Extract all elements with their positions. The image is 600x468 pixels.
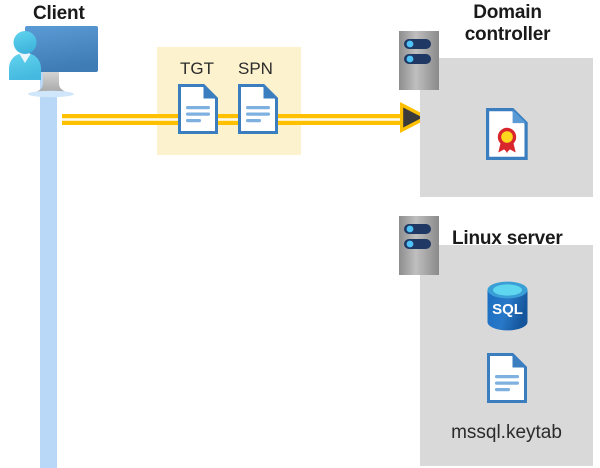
spn-document-icon xyxy=(238,84,278,134)
domain-controller-title: Domain controller xyxy=(430,2,585,47)
sql-database-icon: SQL xyxy=(486,281,529,331)
tgt-label: TGT xyxy=(180,59,214,78)
spn-label: SPN xyxy=(238,59,273,78)
keytab-file-label: mssql.keytab xyxy=(451,422,562,443)
linux-server-title: Linux server xyxy=(452,228,563,249)
request-arrow-head xyxy=(400,102,430,133)
sql-database-label: SQL xyxy=(492,301,523,318)
domain-controller-title-line1: Domain xyxy=(473,2,542,23)
client-title: Client xyxy=(33,3,85,24)
domain-controller-server-rack-icon xyxy=(399,31,439,90)
linux-server-rack-icon xyxy=(399,216,439,275)
tgt-document-icon xyxy=(178,84,218,134)
user-computer-icon xyxy=(7,24,99,100)
client-lifeline xyxy=(40,70,57,468)
keytab-document-icon xyxy=(487,353,527,403)
request-arrow-line xyxy=(62,112,407,125)
certificate-document-icon xyxy=(486,108,528,160)
domain-controller-title-line2: controller xyxy=(464,24,551,46)
